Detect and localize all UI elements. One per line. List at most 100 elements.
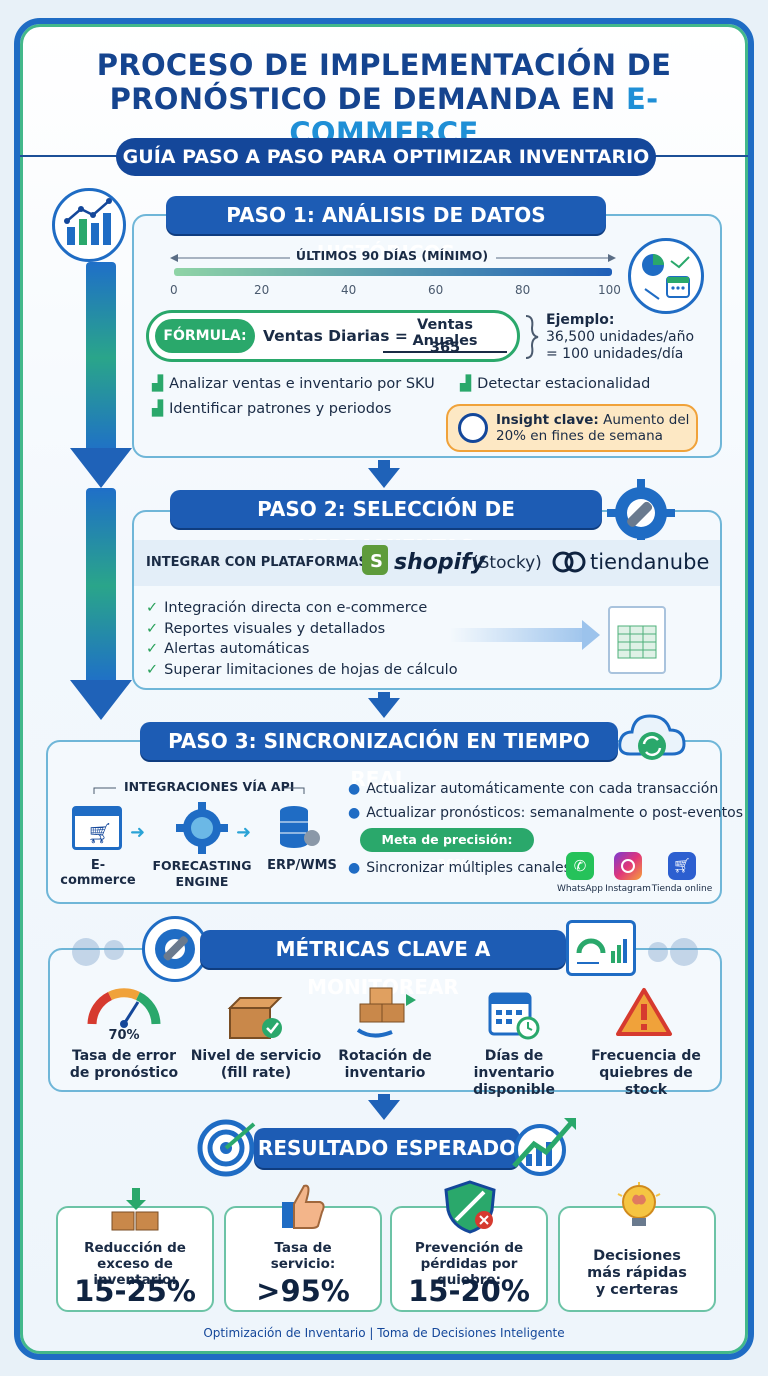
check-icon: ✓ (146, 621, 159, 637)
result-label-4c: y certeras (595, 1282, 679, 1298)
calendar-clock-icon (486, 986, 542, 1042)
example-line1: 36,500 unidades/año (546, 329, 695, 345)
result-label-3a: Prevención de (414, 1240, 524, 1256)
gear-wrench-icon (604, 476, 678, 550)
insight-text: Insight clave: Aumento del 20% en fines … (496, 412, 690, 444)
gauge-value: 70% (108, 1028, 140, 1043)
metrics-title: MÉTRICAS CLAVE A MONITOREAR (200, 930, 566, 999)
target-icon (196, 1116, 260, 1180)
mini-chart-icon: ▟ (460, 376, 472, 392)
metric-fill-rate: Nivel de servicio(fill rate) (190, 1048, 322, 1081)
formula-lhs: Ventas Diarias = (263, 327, 408, 345)
connector-stem-1 (378, 460, 390, 470)
step2-check-4: ✓Superar limitaciones de hojas de cálcul… (146, 662, 458, 678)
step1-bullet-2: ▟Identificar patrones y periodos (152, 401, 392, 417)
cloud-sync-icon (616, 708, 688, 772)
shopify-bag-icon: S (362, 545, 388, 575)
step3-bullet-3: ●Sincronizar múltiples canales: (348, 860, 576, 876)
formula-denominator: 365 (429, 340, 461, 356)
check-icon: ✓ (146, 600, 159, 616)
flow-arrow-2 (86, 488, 116, 684)
gear-decor-icon (640, 930, 704, 974)
step1-title: PASO 1: ANÁLISIS DE DATOS HISTÓRICOS (166, 196, 606, 265)
step3-bullet-1: ●Actualizar automáticamente con cada tra… (348, 781, 719, 797)
mini-chart-icon: ▟ (152, 401, 164, 417)
shopify-logo: shopify (394, 550, 486, 575)
channel-instagram: Instagram (605, 884, 651, 894)
check-icon: ✓ (146, 662, 159, 678)
result-value-2: >95% (256, 1274, 350, 1308)
flow-arrow-1 (86, 262, 116, 454)
subtitle-banner: GUÍA PASO A PASO PARA OPTIMIZAR INVENTAR… (116, 138, 656, 176)
step3-title: PASO 3: SINCRONIZACIÓN EN TIEMPO REAL (140, 722, 618, 791)
gear-decor-icon (66, 930, 130, 974)
dashboard-icon (566, 920, 636, 976)
channel-online-store: Tienda online (651, 884, 713, 894)
channel-whatsapp: WhatsApp (557, 884, 603, 894)
tick-100: 100 (598, 283, 621, 297)
gauge-icon (86, 984, 162, 1028)
example-brace (525, 315, 539, 359)
result-label-2b: servicio: (270, 1256, 336, 1272)
forecasting-gear-icon (176, 802, 228, 854)
example-title: Ejemplo: (546, 312, 615, 328)
lightbulb-brain-icon (616, 1182, 662, 1232)
connector-arrow-3 (368, 1100, 400, 1120)
api-bracket (93, 787, 305, 794)
warning-icon (614, 986, 674, 1040)
step2-check-3: ✓Alertas automáticas (146, 641, 310, 657)
whatsapp-icon[interactable]: ✆ (566, 852, 594, 880)
result-card-decisions: Decisiones más rápidas y certeras (558, 1182, 716, 1312)
step1-bullet-1: ▟Analizar ventas e inventario por SKU (152, 376, 435, 392)
online-store-icon[interactable]: 🛒︎ (668, 852, 696, 880)
precision-goal-badge: Meta de precisión: >90% (360, 828, 534, 871)
formula-box: FÓRMULA: Ventas Diarias = Ventas Anuales… (146, 310, 520, 362)
result-value-1: 15-25% (74, 1274, 196, 1308)
node-erp: ERP/WMS (267, 858, 337, 873)
tiendanube-logo-icon (552, 551, 586, 573)
analytics-calendar-icon (628, 238, 704, 314)
spreadsheet-icon (608, 606, 666, 674)
tick-40: 40 (341, 283, 357, 297)
results-title: RESULTADO ESPERADO (254, 1128, 520, 1168)
scale-label: ÚLTIMOS 90 DÍAS (MÍNIMO) (295, 248, 489, 263)
result-label-1b: exceso de inventario: (93, 1256, 177, 1288)
result-label-4a: Decisiones (593, 1248, 681, 1264)
tick-80: 80 (515, 283, 531, 297)
box-check-icon (224, 986, 288, 1042)
flow-arrow-head-1 (70, 448, 132, 488)
thumbs-up-icon (278, 1180, 328, 1232)
result-card-stockout: Prevención de pérdidas por quiebre: 15-2… (390, 1180, 548, 1312)
mini-chart-icon: ▟ (152, 376, 164, 392)
wrench-gear-icon (142, 916, 208, 982)
node-ecommerce: E-commerce (60, 858, 136, 888)
scale-arrow (170, 254, 616, 276)
scale-ticks: 0 20 40 60 80 100 (166, 283, 622, 299)
result-card-service: Tasa de servicio: >95% (224, 1184, 382, 1312)
result-label-1a: Reducción de (84, 1240, 186, 1256)
formula-tag: FÓRMULA: (155, 319, 255, 353)
stocky-label: (Stocky) (472, 553, 542, 573)
api-label: INTEGRACIONES VÍA API (124, 779, 295, 794)
connector-arrow-2 (368, 698, 400, 718)
flow-arrow-head-2 (70, 680, 132, 720)
insight-box: Insight clave: Aumento del 20% en fines … (446, 404, 698, 452)
magnifier-icon (458, 413, 488, 443)
arrow-right-icon: ➜ (236, 822, 252, 843)
step2-title: PASO 2: SELECCIÓN DE HERRAMIENTAS (170, 490, 602, 559)
step1-bullet-3: ▟Detectar estacionalidad (460, 376, 651, 392)
arrow-to-spreadsheet (450, 628, 590, 642)
example-text: Ejemplo: 36,500 unidades/año = 100 unida… (546, 312, 694, 363)
shield-icon (442, 1180, 500, 1234)
result-label-4b: más rápidas (587, 1265, 687, 1281)
tick-0: 0 (170, 283, 178, 297)
instagram-icon[interactable] (614, 852, 642, 880)
growth-chart-icon (508, 1114, 580, 1178)
cart-window-icon: 🛒︎ (72, 806, 122, 850)
example-line2: = 100 unidades/día (546, 346, 684, 362)
connector-arrow-1 (368, 468, 400, 488)
check-icon: ✓ (146, 641, 159, 657)
